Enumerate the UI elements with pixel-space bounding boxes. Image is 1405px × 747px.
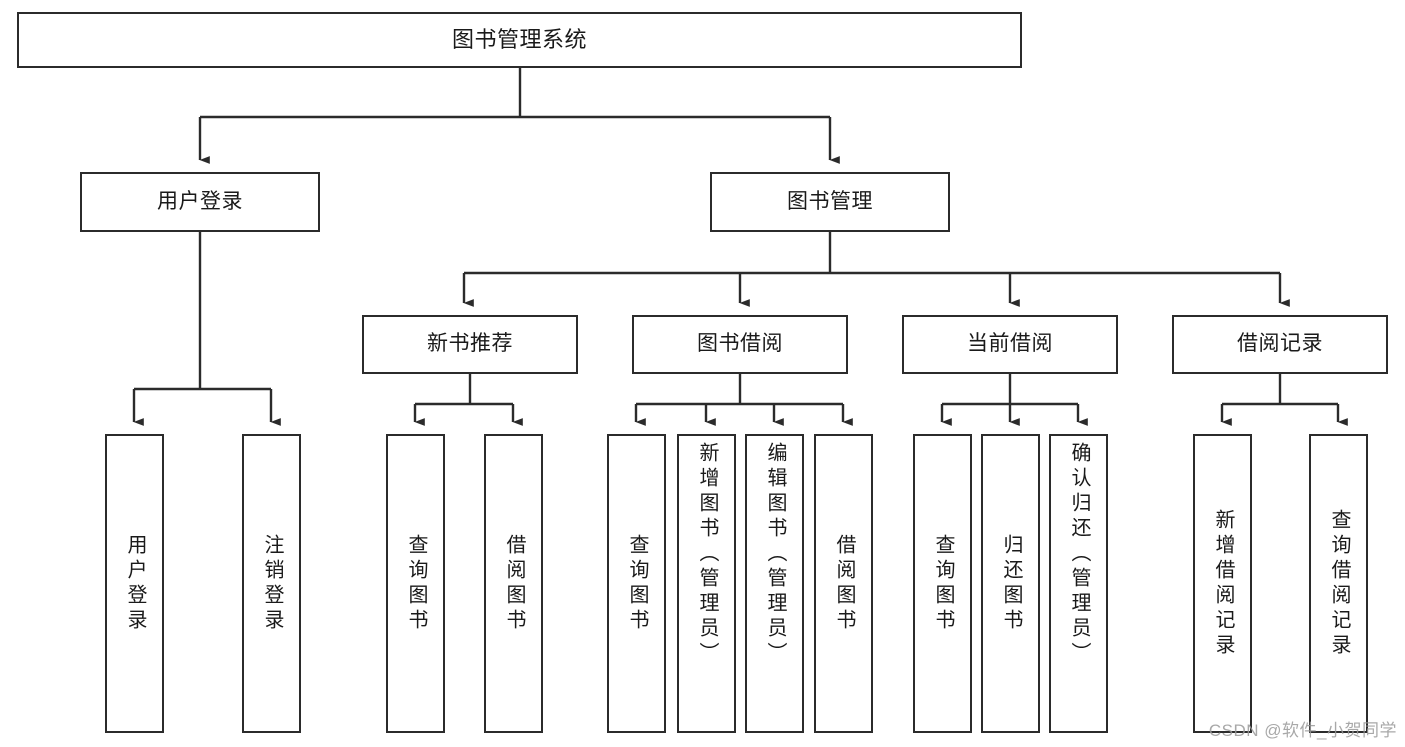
node-label: 注销登录 bbox=[261, 533, 283, 634]
leaf-logout[interactable]: 注销登录 bbox=[242, 434, 301, 733]
node-label: 图书管理系统 bbox=[451, 27, 587, 53]
node-book-borrowing[interactable]: 图书借阅 bbox=[632, 315, 848, 374]
leaf-rec-borrow-book[interactable]: 借阅图书 bbox=[484, 434, 543, 733]
leaf-record-query[interactable]: 查询借阅记录 bbox=[1309, 434, 1368, 733]
node-label: 查询图书 bbox=[405, 533, 427, 634]
node-label: 归还图书 bbox=[1000, 533, 1022, 634]
node-label: 借阅图书 bbox=[833, 533, 855, 634]
node-user-login[interactable]: 用户登录 bbox=[80, 172, 320, 232]
leaf-record-add[interactable]: 新增借阅记录 bbox=[1193, 434, 1252, 733]
leaf-borrow-add-book-admin[interactable]: 新增图书（管理员） bbox=[677, 434, 736, 733]
node-book-management[interactable]: 图书管理 bbox=[710, 172, 950, 232]
leaf-borrow-edit-book-admin[interactable]: 编辑图书（管理员） bbox=[745, 434, 804, 733]
leaf-user-login[interactable]: 用户登录 bbox=[105, 434, 164, 733]
node-label: 当前借阅 bbox=[967, 332, 1053, 356]
node-label: 查询借阅记录 bbox=[1328, 508, 1350, 659]
leaf-current-query-book[interactable]: 查询图书 bbox=[913, 434, 972, 733]
node-label: 借阅记录 bbox=[1237, 332, 1323, 356]
node-new-book-recommendation[interactable]: 新书推荐 bbox=[362, 315, 578, 374]
leaf-rec-query-book[interactable]: 查询图书 bbox=[386, 434, 445, 733]
node-label: 查询图书 bbox=[626, 533, 648, 634]
node-label: 用户登录 bbox=[157, 189, 243, 213]
node-label: 图书借阅 bbox=[697, 332, 783, 356]
node-label: 查询图书 bbox=[932, 533, 954, 634]
node-label: 新书推荐 bbox=[427, 332, 513, 356]
node-label: 用户登录 bbox=[124, 533, 146, 634]
node-label: 图书管理 bbox=[787, 189, 873, 213]
node-label: 借阅图书 bbox=[503, 533, 525, 634]
leaf-current-confirm-return-admin[interactable]: 确认归还（管理员） bbox=[1049, 434, 1108, 733]
node-current-borrowing[interactable]: 当前借阅 bbox=[902, 315, 1118, 374]
node-root-book-management-system[interactable]: 图书管理系统 bbox=[17, 12, 1022, 68]
node-label: 新增图书（管理员） bbox=[696, 442, 718, 667]
leaf-borrow-query-book[interactable]: 查询图书 bbox=[607, 434, 666, 733]
csdn-watermark: CSDN @软件_小贺同学 bbox=[1208, 721, 1397, 740]
node-label: 新增借阅记录 bbox=[1212, 508, 1234, 659]
node-label: 编辑图书（管理员） bbox=[764, 442, 786, 667]
node-borrowing-records[interactable]: 借阅记录 bbox=[1172, 315, 1388, 374]
leaf-current-return-book[interactable]: 归还图书 bbox=[981, 434, 1040, 733]
leaf-borrow-lend-book[interactable]: 借阅图书 bbox=[814, 434, 873, 733]
node-label: 确认归还（管理员） bbox=[1068, 442, 1090, 667]
